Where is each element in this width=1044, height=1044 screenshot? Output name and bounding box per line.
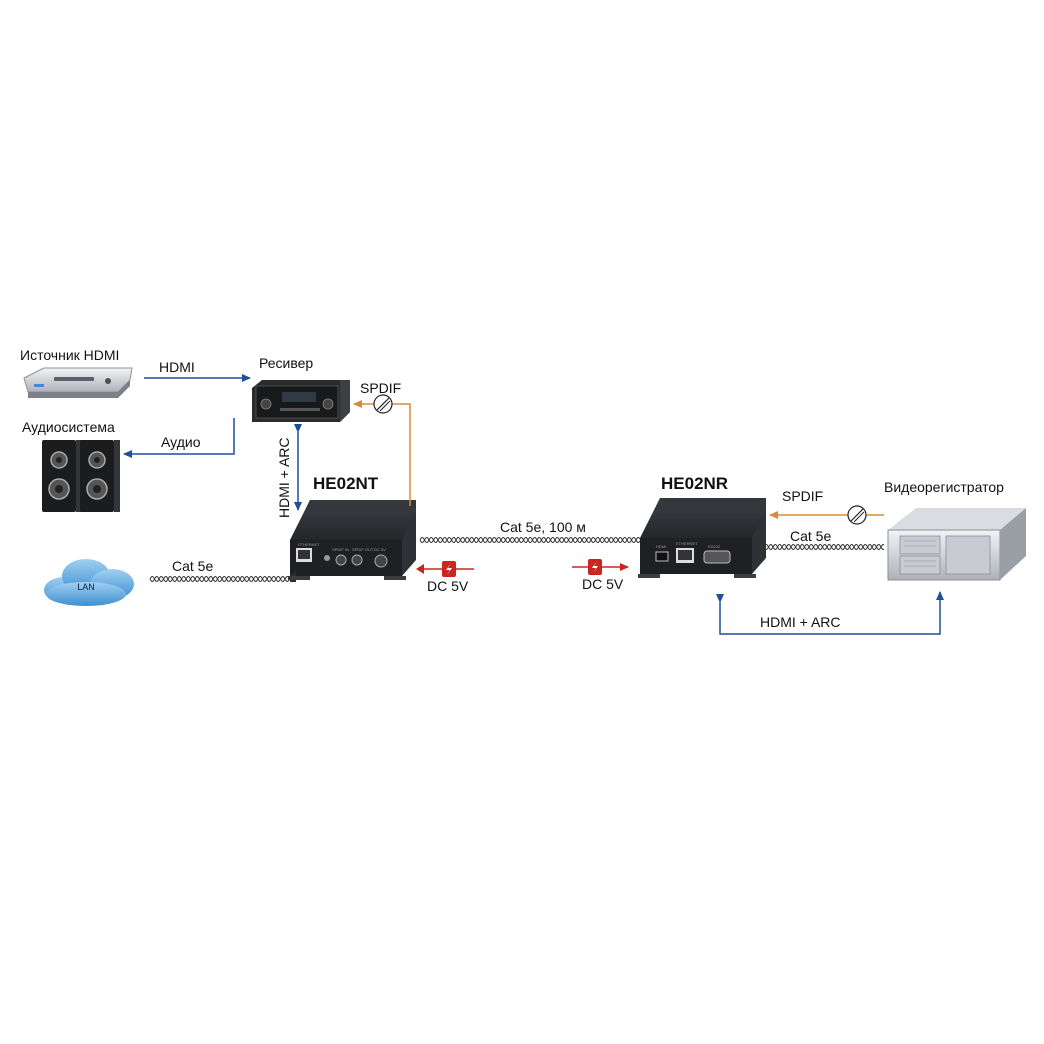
spdif-right-label: SPDIF [782,488,823,504]
hdmi-source-label: Источник HDMI [20,347,119,363]
svg-text:RS232: RS232 [708,544,721,549]
cat5e-link-label: Cat 5e, 100 м [500,519,586,535]
av-receiver-icon [252,380,350,422]
receiver-label: Ресивер [259,355,313,371]
cat5e-dvr-label: Cat 5e [790,528,831,544]
svg-text:ETHERNET: ETHERNET [676,541,698,546]
speakers-icon [42,440,120,512]
svg-text:HDMI: HDMI [656,544,666,549]
audio-label: Аудио [161,434,201,450]
optical-connector-icon [847,505,867,525]
power-plug-icon [416,561,474,577]
twisted-cable-link [419,536,641,544]
audio-system-label: Аудиосистема [22,419,115,435]
audio-arrow [123,418,235,458]
hdmi-arc-vertical-label: HDMI + ARC [276,437,292,518]
svg-text:DC 5V: DC 5V [374,547,386,552]
svg-text:ETHERNET: ETHERNET [298,542,320,547]
dvr-label: Видеорегистратор [884,479,1004,495]
dvd-player-icon [23,367,133,398]
power-plug-icon [572,559,629,575]
lan-label: LAN [77,582,95,592]
cat5e-lan-label: Cat 5e [172,558,213,574]
he02nr-receiver-icon: HDMI ETHERNET RS232 [638,498,766,578]
dvr-server-icon [887,508,1026,581]
transmitter-title: HE02NT [313,474,379,493]
lan-cloud-icon: LAN [44,559,134,606]
he02nt-transmitter-icon: ETHERNET SPDIF IN SPDIF OUT DC 5V [288,500,416,582]
hdmi-arc-bottom-label: HDMI + ARC [760,614,841,630]
spdif-left-arrow [353,400,411,506]
hdmi-arc-bottom-arrow [716,591,944,635]
hdmi-label: HDMI [159,359,195,375]
svg-text:SPDIF IN: SPDIF IN [332,547,349,552]
receiver-unit-title: HE02NR [661,474,728,493]
svg-text:SPDIF OUT: SPDIF OUT [352,547,374,552]
dc-left-label: DC 5V [427,578,469,594]
optical-connector-icon [373,394,393,414]
dc-right-label: DC 5V [582,576,624,592]
twisted-cable-lan [149,575,293,583]
twisted-cable-dvr [763,543,885,551]
spdif-left-label: SPDIF [360,380,401,396]
